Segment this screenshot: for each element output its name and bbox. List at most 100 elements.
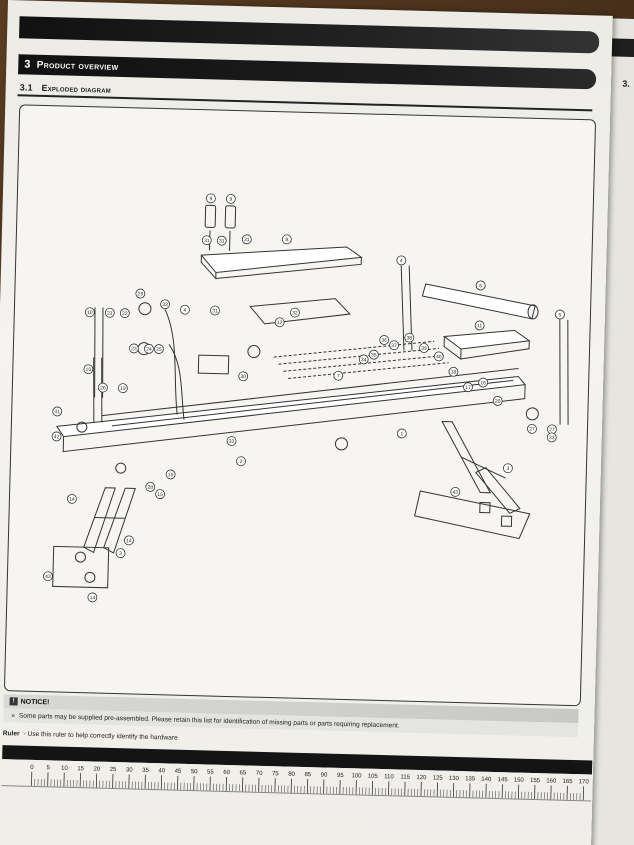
ruler-tick-label: 160: [546, 778, 557, 784]
ruler-tick-label: 95: [337, 773, 344, 779]
callout-circle: [358, 354, 369, 365]
callout-label: 14: [69, 497, 75, 503]
ruler-caption: Ruler - Use this ruler to help correctly…: [3, 730, 178, 742]
callout-label: 36: [381, 338, 387, 344]
callout-circle: [83, 364, 94, 375]
callout-label: 15: [168, 472, 174, 478]
callout-circle: [389, 340, 399, 351]
ruler-tick-label: 45: [175, 769, 182, 775]
callout-label: 19: [120, 386, 126, 392]
callout-label: 4: [183, 308, 186, 314]
callout-circle: [281, 234, 292, 245]
callout-label: 1: [400, 431, 403, 437]
callout-circle: [368, 349, 379, 360]
ruler-tick-label: 20: [93, 767, 100, 773]
subsection-heading: 3.1 Exploded diagram: [20, 82, 111, 94]
callout-label: 26: [100, 385, 106, 391]
callout-label: 6: [479, 283, 482, 289]
ruler-tick-label: 130: [449, 776, 460, 782]
section-number: 3: [24, 58, 31, 71]
callout-circle: [290, 307, 300, 318]
callout-label: 33: [229, 439, 235, 445]
callout-circle: [210, 305, 220, 316]
notice-icon: !: [9, 697, 18, 706]
ruler-tick-label: 80: [288, 772, 295, 778]
callout-circle: [216, 235, 227, 246]
ruler-tick-label: 55: [207, 769, 214, 775]
callout-label: 37: [391, 343, 397, 349]
callout-circle: [226, 436, 237, 446]
ruler-tick-label: 90: [321, 772, 328, 778]
ruler-tick-label: 75: [272, 771, 279, 777]
callout-circle: [503, 463, 513, 474]
ruler-caption-text: - Use this ruler to help correctly ident…: [23, 730, 178, 742]
callout-circle: [129, 343, 139, 354]
ruler-tick-label: 40: [158, 768, 165, 774]
callout-label: 43: [452, 490, 458, 496]
callout-circle: [51, 431, 62, 442]
ruler-label: Ruler: [2, 730, 20, 738]
callout-circle: [87, 592, 98, 603]
callout-circle: [396, 428, 407, 439]
callout-circle: [97, 382, 108, 393]
ruler-tick-label: 10: [61, 766, 68, 772]
callout-circle: [119, 308, 130, 319]
callout-circle: [463, 382, 473, 393]
callout-circle: [104, 307, 115, 318]
callout-label: 22: [122, 311, 128, 317]
callout-label: 31: [204, 238, 210, 244]
callout-label: 8: [285, 237, 288, 243]
callout-circle: [333, 370, 344, 381]
ruler-tick-label: 70: [256, 771, 263, 777]
callout-circle: [475, 280, 486, 291]
callout-label: 12: [277, 320, 283, 326]
callout-label: 31: [212, 308, 218, 314]
callout-circle: [117, 383, 128, 394]
callout-label: 33: [162, 302, 168, 308]
callout-circle: [396, 255, 407, 266]
callout-label: 5: [558, 312, 561, 318]
ruler-tick-label: 5: [46, 765, 50, 771]
callout-label: 29: [137, 291, 143, 297]
callout-label: 23: [131, 346, 137, 352]
callout-label: 31: [219, 238, 225, 244]
callout-circle: [123, 535, 134, 546]
ruler-tick-label: 15: [77, 766, 84, 772]
callout-circle: [135, 288, 146, 299]
callout-circle: [154, 344, 164, 354]
callout-circle: [236, 456, 246, 467]
callout-label: 34: [361, 357, 367, 363]
callout-circle: [419, 343, 429, 353]
ruler-tick-label: 120: [416, 775, 427, 781]
callout-label: 42: [54, 434, 60, 440]
ruler-tick-label: 165: [562, 779, 573, 785]
ruler-tick-label: 150: [514, 778, 525, 784]
ruler-tick-label: 125: [433, 775, 444, 781]
ruler-tick-label: 60: [223, 770, 230, 776]
ruler-tick-label: 0: [30, 765, 34, 771]
callout-circle: [433, 351, 444, 362]
callout-label: 38: [406, 335, 412, 341]
page-header-bar: [19, 16, 600, 54]
callout-label: 14: [126, 538, 132, 544]
callout-label: 41: [54, 409, 60, 415]
callout-label: 10: [87, 310, 93, 316]
ruler-tick-label: 110: [384, 774, 394, 780]
callout-label: 9: [229, 197, 232, 203]
callout-label: 16: [480, 380, 486, 386]
callout-label: 3: [119, 551, 122, 557]
callout-circle: [450, 486, 461, 497]
section-title: Product overview: [36, 59, 119, 73]
callout-circle: [67, 493, 77, 504]
callout-label: 43: [45, 574, 51, 580]
callout-circle: [205, 193, 216, 204]
callout-label: 9: [209, 196, 212, 202]
callout-label: 25: [156, 347, 162, 353]
callout-label: 27: [549, 427, 555, 433]
subsection-title: Exploded diagram: [41, 82, 112, 95]
callout-circle: [241, 234, 252, 245]
callout-label: 2: [240, 459, 243, 465]
